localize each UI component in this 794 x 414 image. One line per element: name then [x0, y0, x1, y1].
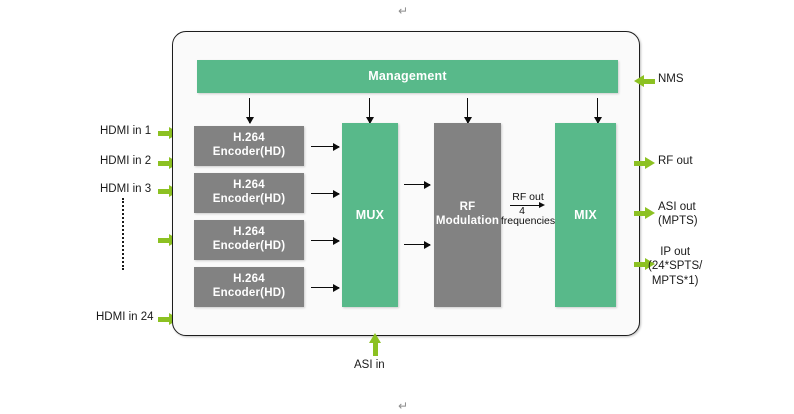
port-label-ip-out: IP out (24*SPTS/ MPTS*1) [648, 245, 702, 288]
annotation-rf-out-frequencies: RF out 4 frequencies [500, 191, 556, 228]
paragraph-mark-top: ↵ [398, 4, 409, 18]
port-label-ip-out-line2: (24*SPTS/ [648, 260, 703, 273]
arrow-right-icon-ip-out [634, 258, 655, 271]
arrow-right-icon-encoder1-to-mux [311, 142, 340, 151]
arrow-down-icon-management-to-encoders [245, 98, 254, 124]
port-label-asi-out-line2: (MPTS) [658, 215, 698, 228]
port-label-ip-out-line1: IP out [660, 246, 691, 258]
block-encoder-4: H.264 Encoder(HD) [194, 267, 304, 307]
arrow-right-icon-rf-out [634, 157, 655, 170]
annotation-rf-out-count: 4 [519, 204, 525, 217]
block-management: Management [197, 60, 618, 93]
block-mix: MIX [555, 123, 616, 307]
arrow-up-icon-asi-in [369, 333, 382, 356]
encoder-4-line2: Encoder(HD) [212, 287, 286, 299]
input-label-hdmi-in-3: HDMI in 3 [100, 183, 152, 195]
paragraph-mark-bottom: ↵ [398, 399, 409, 413]
arrow-right-icon-asi-out [634, 207, 655, 220]
arrow-right-icon-encoder3-to-mux [311, 236, 340, 245]
encoder-1-line1: H.264 [233, 132, 265, 145]
encoder-2-line1: H.264 [233, 179, 265, 192]
input-continuation-dots [122, 198, 124, 270]
block-mux: MUX [342, 123, 398, 307]
arrow-right-icon-encoder2-to-mux [311, 189, 340, 198]
arrow-down-icon-management-to-rf-modulation [463, 98, 472, 124]
annotation-rf-out-bottom: frequencies [500, 214, 556, 227]
port-label-nms: NMS [658, 73, 684, 85]
port-label-asi-out-line1: ASI out [658, 201, 696, 213]
arrow-right-icon-encoder4-to-mux [311, 283, 340, 292]
encoder-4-line1: H.264 [233, 273, 265, 286]
port-label-rf-out: RF out [658, 155, 693, 167]
block-rf-modulation: RF Modulation [434, 123, 501, 307]
block-encoder-3: H.264 Encoder(HD) [194, 220, 304, 260]
port-label-ip-out-line3: MPTS*1) [651, 274, 699, 287]
encoder-3-line1: H.264 [233, 226, 265, 239]
rf-modulation-line1: RF [459, 201, 476, 214]
input-label-hdmi-in-1: HDMI in 1 [100, 125, 152, 137]
rf-modulation-line2: Modulation [435, 215, 500, 227]
encoder-3-line2: Encoder(HD) [212, 240, 286, 252]
arrow-left-icon-nms [634, 75, 655, 88]
port-label-asi-out: ASI out (MPTS) [658, 200, 698, 229]
arrow-right-icon-mux-to-rf-modulation-upper [404, 180, 431, 189]
arrow-down-icon-management-to-mux [365, 98, 374, 124]
input-label-hdmi-in-24: HDMI in 24 [96, 311, 154, 323]
input-label-hdmi-in-2: HDMI in 2 [100, 155, 152, 167]
encoder-2-line2: Encoder(HD) [212, 193, 286, 205]
encoder-1-line2: Encoder(HD) [212, 146, 286, 158]
arrow-right-icon-mux-to-rf-modulation-lower [404, 240, 431, 249]
annotation-rf-out-arrow: 4 [500, 201, 556, 217]
arrow-down-icon-management-to-mix [593, 98, 602, 124]
annotation-rf-out-top: RF out [512, 191, 544, 203]
block-encoder-1: H.264 Encoder(HD) [194, 126, 304, 166]
input-label-asi-in: ASI in [354, 359, 385, 371]
block-encoder-2: H.264 Encoder(HD) [194, 173, 304, 213]
